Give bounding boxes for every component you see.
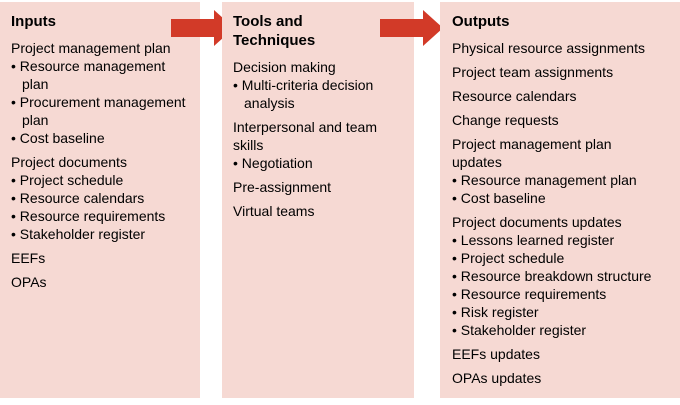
item-group: OPAs — [11, 273, 189, 291]
item-group: EEFs — [11, 249, 189, 267]
item-label: EEFs updates — [452, 346, 540, 362]
bullet-item: • Resource breakdown structure — [452, 268, 652, 284]
item-group: Virtual teams — [233, 202, 403, 220]
bullet-item: • Risk register — [452, 304, 539, 320]
item-group: Project management plan updates • Resourc… — [452, 135, 657, 207]
item-label: Decision making — [233, 59, 336, 75]
bullet-item: • Project schedule — [11, 172, 124, 188]
item-label: Project documents updates — [452, 214, 622, 230]
item-label: Change requests — [452, 112, 559, 128]
item-label: Project management plan updates — [452, 136, 612, 170]
item-label: Interpersonal and team skills — [233, 119, 377, 153]
inputs-list: Project management plan • Resource manage… — [11, 39, 189, 291]
item-group: Interpersonal and team skills • Negotiati… — [233, 118, 403, 172]
bullet-item: • Cost baseline — [11, 130, 105, 146]
arrow-right-icon — [380, 10, 443, 46]
item-label: Pre-assignment — [233, 179, 332, 195]
item-group: Project documents • Project schedule • Res… — [11, 153, 189, 243]
bullet-item: • Negotiation — [233, 155, 313, 171]
item-group: Resource calendars — [452, 87, 657, 105]
item-group: Change requests — [452, 111, 657, 129]
item-group: Project documents updates • Lessons learn… — [452, 213, 657, 339]
bullet-item: • Resource calendars — [11, 190, 145, 206]
item-group: Project team assignments — [452, 63, 657, 81]
item-group: EEFs updates — [452, 345, 657, 363]
item-group: Project management plan • Resource manage… — [11, 39, 189, 147]
item-label: EEFs — [11, 250, 46, 266]
item-group: Pre-assignment — [233, 178, 403, 196]
bullet-item: • Stakeholder register — [452, 322, 587, 338]
inputs-panel: Inputs Project management plan • Resource… — [0, 2, 200, 398]
tools-techniques-title: Tools and Techniques — [233, 13, 316, 49]
item-group: Physical resource assignments — [452, 39, 657, 57]
inputs-title: Inputs — [11, 13, 56, 30]
item-label: Physical resource assignments — [452, 40, 645, 56]
bullet-item: • Resource management plan — [11, 58, 166, 92]
bullet-item: • Resource requirements — [452, 286, 607, 302]
bullet-item: • Project schedule — [452, 250, 565, 266]
tools-techniques-list: Decision making • Multi-criteria decision… — [233, 58, 403, 220]
item-group: Decision making • Multi-criteria decision… — [233, 58, 403, 112]
item-label: OPAs — [11, 274, 47, 290]
item-label: Project documents — [11, 154, 127, 170]
outputs-title: Outputs — [452, 13, 510, 30]
item-group: OPAs updates — [452, 369, 657, 387]
bullet-item: • Resource management plan — [452, 172, 637, 188]
bullet-item: • Resource requirements — [11, 208, 166, 224]
item-label: Resource calendars — [452, 88, 577, 104]
bullet-item: • Lessons learned register — [452, 232, 615, 248]
tools-techniques-panel: Tools and Techniques Decision making • Mu… — [222, 2, 414, 398]
bullet-item: • Procurement management plan — [11, 94, 186, 128]
bullet-item: • Cost baseline — [452, 190, 546, 206]
item-label: Virtual teams — [233, 203, 315, 219]
item-label: Project team assignments — [452, 64, 614, 80]
bullet-item: • Stakeholder register — [11, 226, 146, 242]
item-label: OPAs updates — [452, 370, 542, 386]
bullet-item: • Multi-criteria decision analysis — [233, 77, 374, 111]
item-label: Project management plan — [11, 40, 171, 56]
